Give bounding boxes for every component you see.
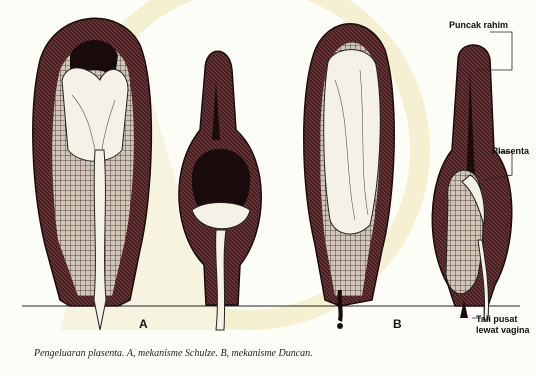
label-plasenta: Plasenta [492,146,529,156]
label-tali-pusat-line1: Tali pusat [476,314,517,324]
label-puncak-rahim: Puncak rahim [449,20,508,30]
uterus-figure-b1 [304,24,394,329]
uterus-figure-b2 [432,45,512,320]
uterus-figure-a1 [33,18,152,330]
figure-caption: Pengeluaran plasenta. A, mekanisme Schul… [34,348,313,359]
figure-letter-b: B [393,317,402,331]
label-tali-pusat-line2: lewat vagina [476,325,530,335]
figure-letter-a: A [139,317,148,331]
